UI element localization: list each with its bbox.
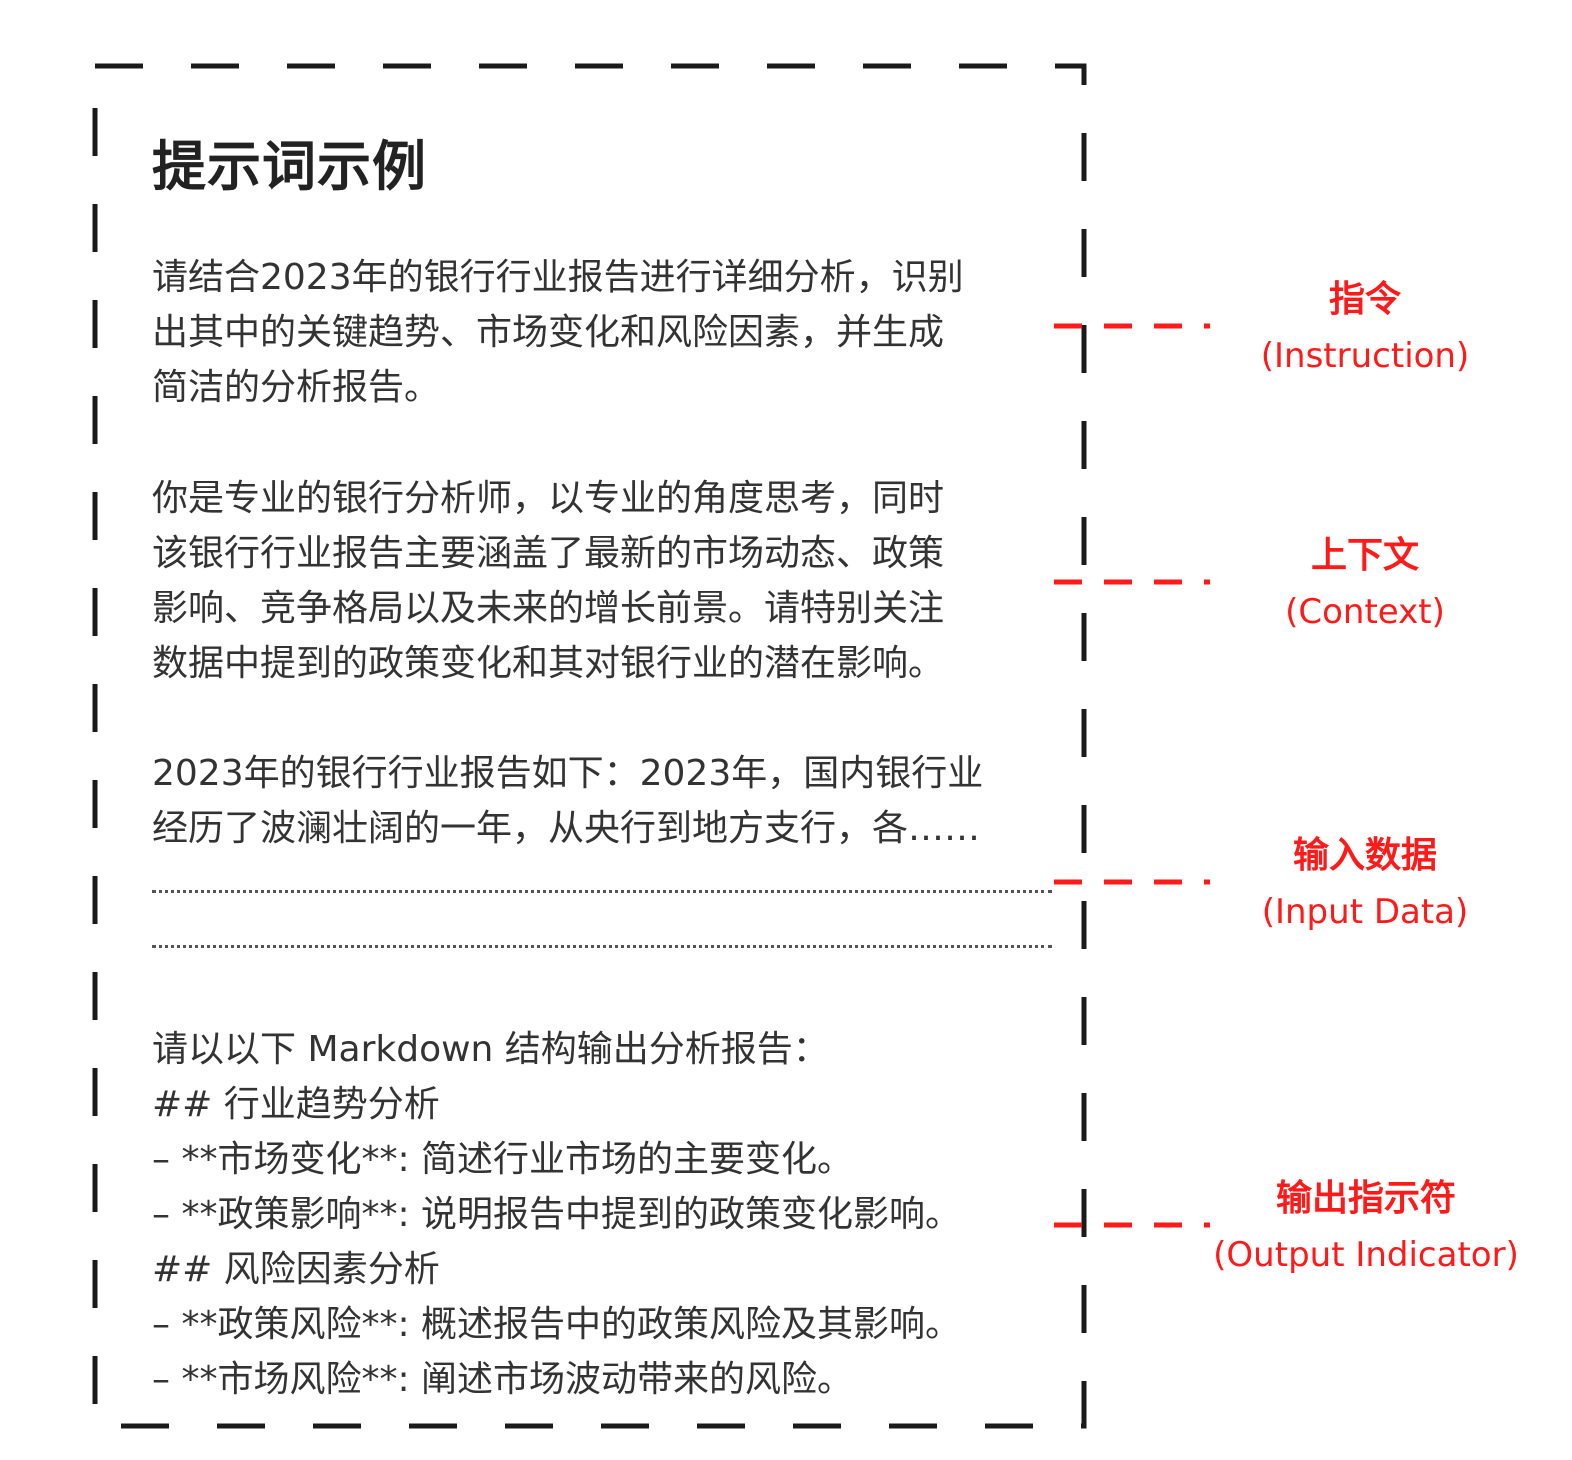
output-line: ## 风险因素分析: [152, 1249, 440, 1290]
label-context-zh: 上下文: [1310, 535, 1419, 576]
context-line: 影响、竞争格局以及未来的增长前景。请特别关注: [152, 588, 945, 629]
label-instruction: 指令 (Instruction): [1215, 272, 1515, 384]
dotted-line-2: [152, 945, 1052, 948]
context-text: 你是专业的银行分析师，以专业的角度思考，同时 该银行行业报告主要涵盖了最新的市场…: [152, 471, 944, 691]
input-data-line: 经历了波澜壮阔的一年，从央行到地方支行，各……: [152, 808, 981, 849]
input-data-line: 2023年的银行行业报告如下：2023年，国内银行业: [152, 753, 984, 794]
label-output-indicator-zh: 输出指示符: [1275, 1178, 1456, 1219]
label-input-data-en: (Input Data): [1261, 892, 1469, 932]
context-line: 数据中提到的政策变化和其对银行业的潜在影响。: [152, 643, 945, 684]
instruction-line: 请结合2023年的银行行业报告进行详细分析，识别: [152, 257, 964, 298]
input-data-text: 2023年的银行行业报告如下：2023年，国内银行业 经历了波澜壮阔的一年，从央…: [152, 746, 983, 856]
dotted-line-1: [152, 890, 1052, 893]
label-output-indicator-en: (Output Indicator): [1213, 1235, 1519, 1275]
output-line: ## 行业趋势分析: [152, 1084, 440, 1125]
dashed-border: [92, 63, 1087, 1429]
output-line: – **市场变化**: 简述行业市场的主要变化。: [152, 1139, 854, 1180]
label-input-data-zh: 输入数据: [1292, 835, 1437, 876]
output-indicator-text: 请以以下 Markdown 结构输出分析报告： ## 行业趋势分析 – **市场…: [152, 1022, 961, 1407]
label-input-data: 输入数据 (Input Data): [1215, 828, 1515, 940]
instruction-line: 简洁的分析报告。: [152, 367, 441, 408]
label-output-indicator: 输出指示符 (Output Indicator): [1198, 1171, 1534, 1283]
label-context-en: (Context): [1285, 592, 1445, 632]
prompt-example-title: 提示词示例: [152, 135, 427, 198]
instruction-text: 请结合2023年的银行行业报告进行详细分析，识别 出其中的关键趋势、市场变化和风…: [152, 250, 964, 415]
output-line: – **政策影响**: 说明报告中提到的政策变化影响。: [152, 1194, 962, 1235]
context-line: 你是专业的银行分析师，以专业的角度思考，同时: [152, 478, 945, 519]
label-context: 上下文 (Context): [1215, 528, 1515, 640]
context-line: 该银行行业报告主要涵盖了最新的市场动态、政策: [152, 533, 945, 574]
label-instruction-en: (Instruction): [1260, 336, 1470, 376]
output-line: 请以以下 Markdown 结构输出分析报告：: [152, 1029, 829, 1070]
output-line: – **市场风险**: 阐述市场波动带来的风险。: [152, 1359, 854, 1400]
output-line: – **政策风险**: 概述报告中的政策风险及其影响。: [152, 1304, 962, 1345]
label-instruction-zh: 指令: [1328, 279, 1401, 320]
instruction-line: 出其中的关键趋势、市场变化和风险因素，并生成: [152, 312, 945, 353]
